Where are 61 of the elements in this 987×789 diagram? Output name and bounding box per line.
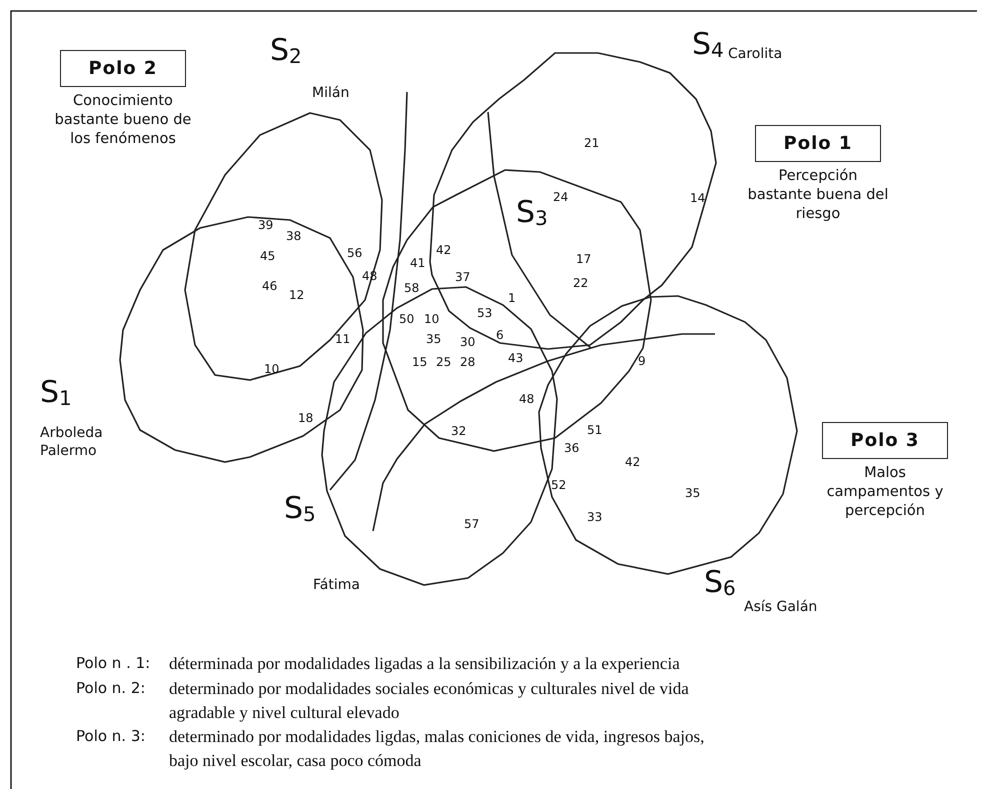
pole-description: Percepción bastante buena del riesgo [746,167,890,224]
case-number: 51 [587,423,602,437]
place-name: Asís Galán [744,598,818,616]
case-number: 28 [460,355,476,369]
case-number: 50 [399,312,414,326]
case-number: 37 [455,270,470,284]
case-number: 1 [508,291,516,305]
case-number: 52 [551,478,566,492]
case-number: 46 [262,279,278,293]
place-name: Milán [312,84,350,102]
case-number: 30 [460,335,476,349]
pole-title: Polo 3 [822,422,948,459]
case-number: 10 [264,362,280,376]
case-number: 58 [404,281,420,295]
case-number: 17 [576,252,592,266]
pole-description: Malos campamentos y percepción [826,464,944,521]
case-number: 25 [436,355,452,369]
case-number: 53 [477,306,492,320]
case-number: 15 [412,355,428,369]
case-number: 6 [496,328,504,342]
case-number: 56 [347,246,362,260]
case-number: 9 [638,354,646,368]
case-number: 45 [260,249,276,263]
case-number: 57 [464,517,480,531]
case-number: 42 [436,243,452,257]
case-number: 24 [553,190,568,204]
case-number: 36 [564,441,580,455]
case-number: 22 [573,276,588,290]
case-number: 11 [335,332,350,346]
case-number: 32 [451,424,466,438]
pole-title: Polo 1 [755,125,881,162]
case-number: 35 [685,486,700,500]
set-label: S$_{2}$ [270,34,302,70]
case-number: 10 [424,312,440,326]
set-label: S$_{6}$ [704,566,736,602]
set-label: S$_{1}$ [40,376,72,412]
legend-key: Polo n. 2: [76,679,146,698]
case-number: 42 [625,455,640,469]
place-name: Fátima [313,576,360,594]
case-number: 21 [584,136,600,150]
legend-description: déterminada por modalidades ligadas a la sensibilización y a la experiencia [169,653,681,675]
pole-description: Conocimiento bastante bueno de los fenómenos [54,92,192,149]
pole-title: Polo 2 [60,50,186,87]
case-number: 12 [289,288,304,302]
legend-key: Polo n. 3: [76,727,146,746]
case-number: 39 [258,218,274,232]
set-label: S$_{5}$ [284,492,316,528]
case-number: 43 [508,351,524,365]
case-number: 48 [519,392,534,406]
case-number: 38 [286,229,302,243]
legend-description: determinado por modalidades ligdas, malas coniciones de vida, ingresos bajos, bajo nivel escolar, casa poco cómoda [169,726,706,772]
case-number: 33 [587,510,602,524]
case-number: 41 [410,256,426,270]
case-number: 18 [298,411,314,425]
place-name: Arboleda Palermo [40,424,104,460]
legend-key: Polo n . 1: [76,654,150,673]
case-number: 35 [426,332,442,346]
set-label: S$_{4}$ [692,28,724,64]
set-label: S$_{3}$ [516,196,548,232]
case-number: 14 [690,191,706,205]
place-name: Carolita [728,45,782,63]
